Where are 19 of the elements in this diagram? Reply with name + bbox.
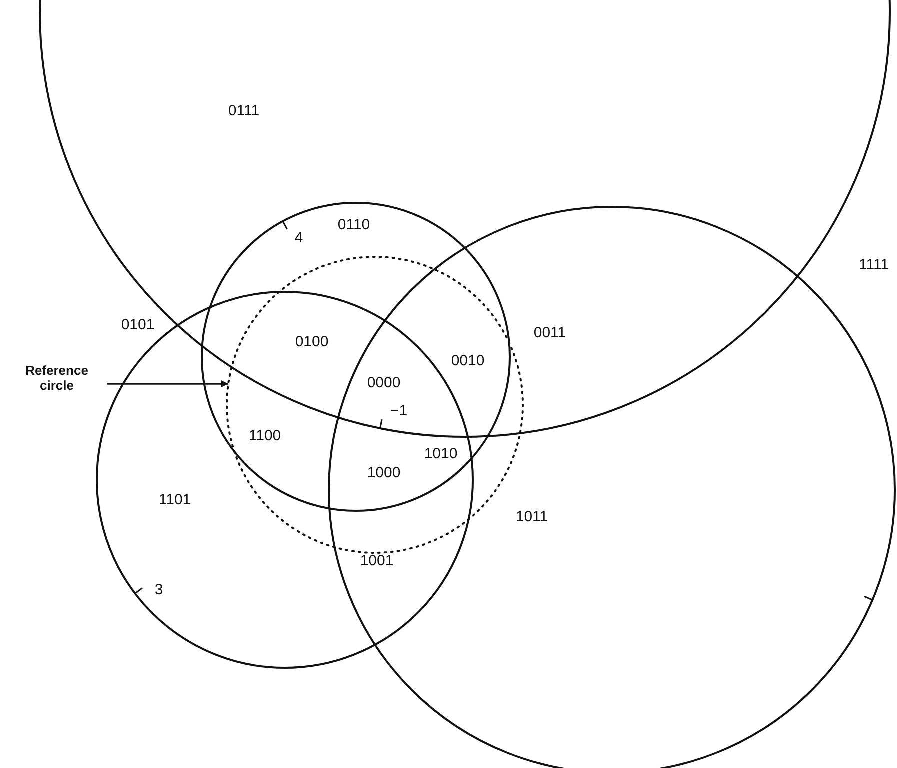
region-code: 0110 — [338, 218, 370, 232]
region-code: 1011 — [516, 510, 548, 524]
tick-label: −1 — [390, 404, 408, 418]
region-code: 0011 — [534, 326, 566, 340]
region-code: 0101 — [121, 318, 155, 332]
region-code: 0111 — [228, 104, 260, 118]
region-code: 1111 — [858, 258, 890, 272]
region-code: 1000 — [367, 466, 401, 480]
leader-arrow — [107, 380, 228, 388]
region-code: 1100 — [248, 428, 282, 444]
region-code: 1001 — [360, 554, 394, 568]
region-code: 0100 — [295, 334, 329, 350]
tick-label: 4 — [294, 230, 304, 246]
region-code: 1010 — [424, 446, 458, 462]
callout-text: Reference circle — [10, 364, 104, 394]
region-code: 0000 — [367, 376, 401, 390]
tick-label: 3 — [154, 582, 164, 598]
region-code: 1101 — [158, 492, 192, 508]
region-code: 0010 — [451, 354, 485, 368]
